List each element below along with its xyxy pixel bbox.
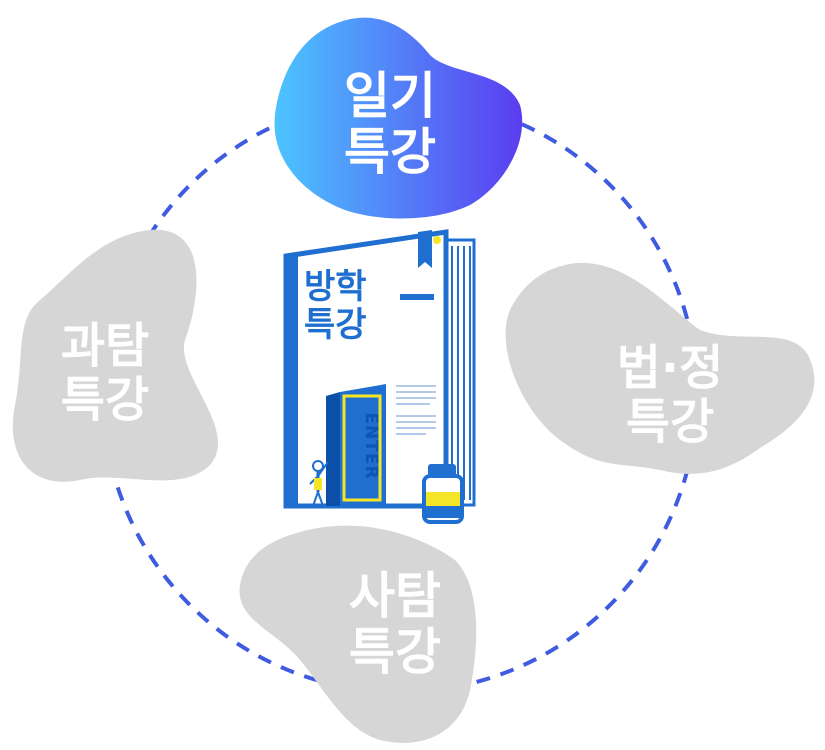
menu-label-social[interactable]: 사탐 특강	[349, 567, 441, 681]
enter-door-label[interactable]: ENTER	[361, 412, 381, 480]
menu-label-diary[interactable]: 일기 특강	[344, 67, 436, 181]
menu-label-law-politics[interactable]: 법·정 특강	[616, 340, 724, 450]
book-title: 방학 특강	[304, 267, 367, 346]
menu-label-science[interactable]: 과탐 특강	[60, 318, 150, 428]
blob-bottom[interactable]	[239, 525, 477, 743]
blob-right[interactable]	[505, 262, 815, 474]
book-illustration	[283, 229, 476, 524]
blob-left[interactable]	[12, 229, 218, 482]
blob-top[interactable]	[274, 17, 523, 219]
